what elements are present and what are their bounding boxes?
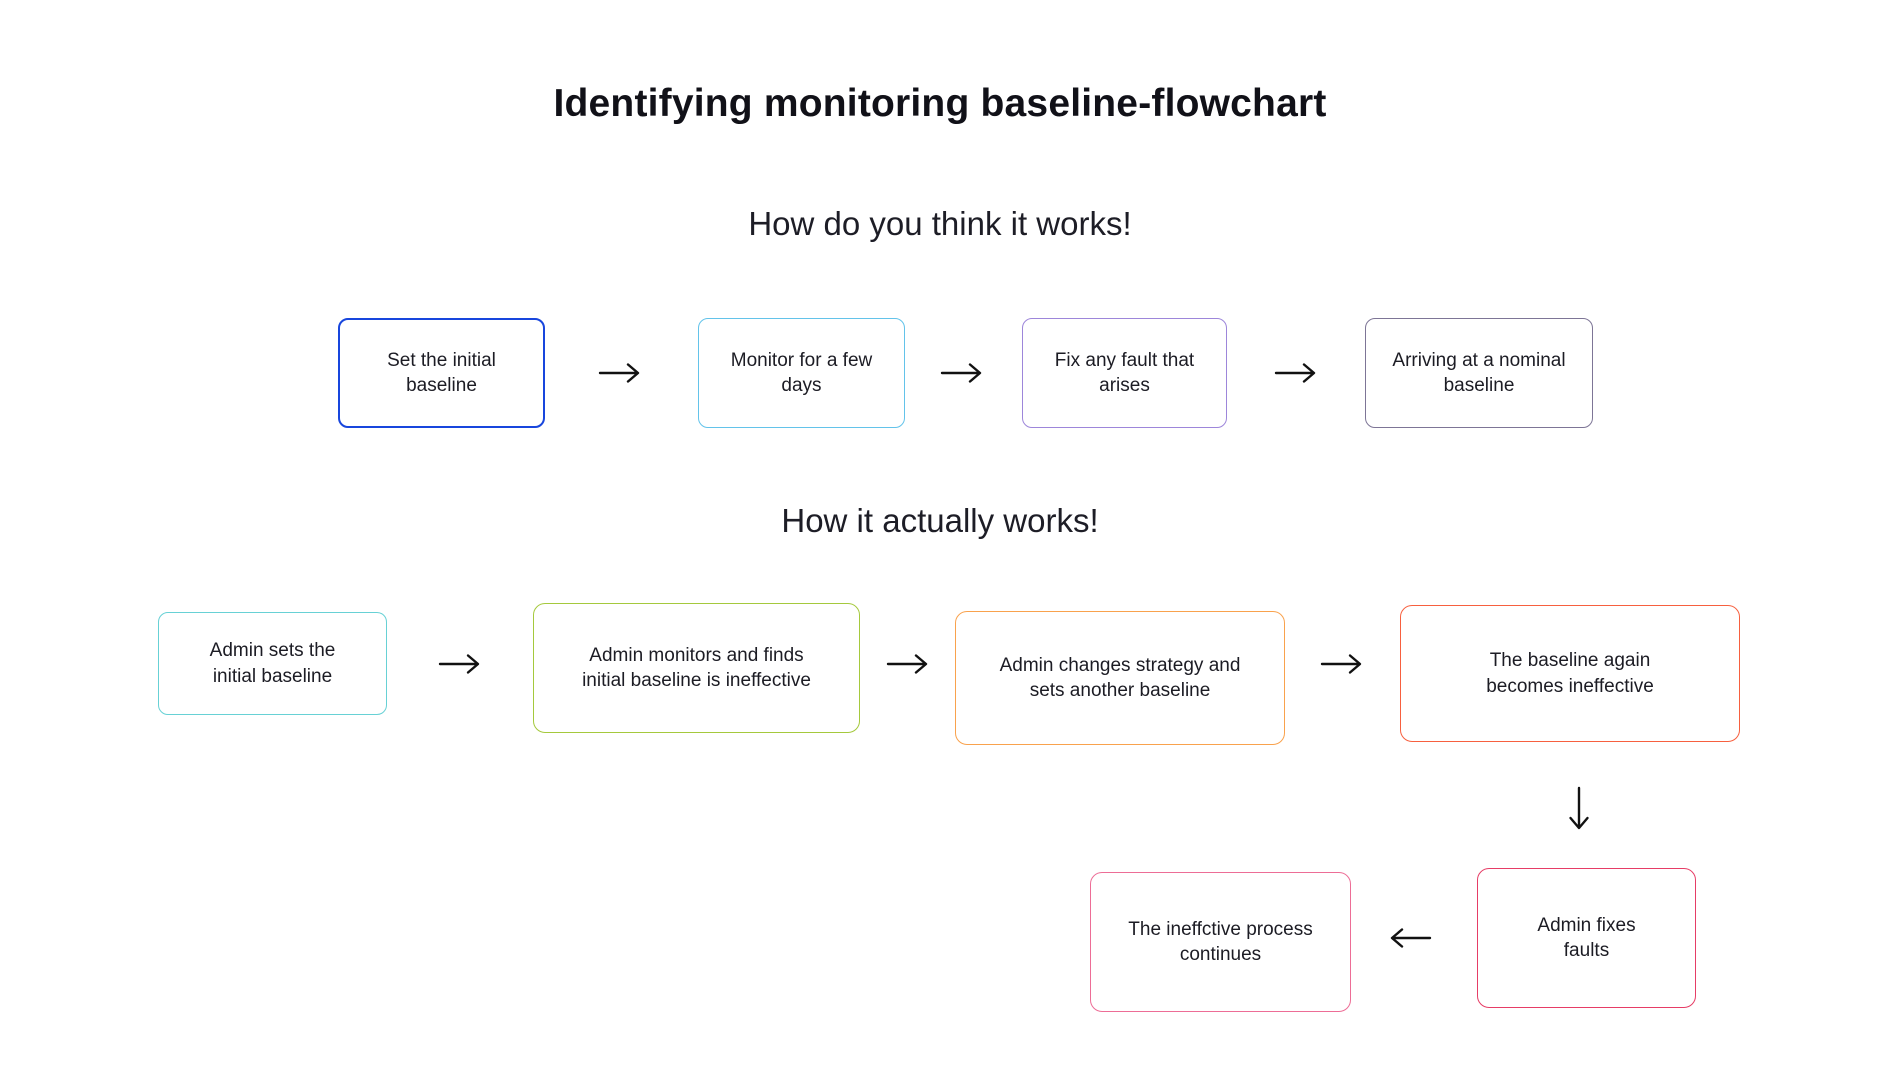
- flow-node-admin-monitors-ineffective: Admin monitors and finds initial baselin…: [533, 603, 860, 733]
- flow-node-label: Admin sets the initial baseline: [209, 640, 336, 687]
- arrow-right-icon: [1274, 363, 1316, 383]
- arrow-right-icon: [1320, 654, 1362, 674]
- flow-node-label: Set the initial baseline: [387, 349, 496, 396]
- flow-node-label: Admin changes strategy and sets another …: [999, 654, 1241, 701]
- arrow-down-icon: [1569, 786, 1589, 830]
- arrow-right-icon: [886, 654, 928, 674]
- flow-node-nominal-baseline: Arriving at a nominal baseline: [1365, 318, 1593, 428]
- flow-node-label: The ineffctive process continues: [1128, 918, 1313, 965]
- flow-node-admin-changes-strategy: Admin changes strategy and sets another …: [955, 611, 1285, 745]
- flow-node-monitor-few-days: Monitor for a few days: [698, 318, 905, 428]
- flow-node-label: Admin fixes faults: [1537, 914, 1636, 961]
- flow-node-label: Admin monitors and finds initial baselin…: [582, 644, 811, 691]
- section-heading-expected: How do you think it works!: [748, 205, 1132, 242]
- flow-node-label: Arriving at a nominal baseline: [1392, 349, 1566, 396]
- page-title: Identifying monitoring baseline-flowchar…: [553, 82, 1327, 125]
- section-heading-actual: How it actually works!: [781, 502, 1099, 539]
- flow-node-set-initial-baseline: Set the initial baseline: [338, 318, 545, 428]
- arrow-left-icon: [1390, 928, 1432, 948]
- arrow-right-icon: [438, 654, 480, 674]
- flow-node-baseline-again-ineffective: The baseline again becomes ineffective: [1400, 605, 1740, 742]
- flow-node-label: Fix any fault that arises: [1054, 349, 1195, 396]
- flow-node-admin-sets-baseline: Admin sets the initial baseline: [158, 612, 387, 715]
- flow-node-label: The baseline again becomes ineffective: [1486, 650, 1654, 697]
- arrow-right-icon: [940, 363, 982, 383]
- flow-node-label: Monitor for a few days: [730, 349, 873, 396]
- arrow-right-icon: [598, 363, 640, 383]
- flow-node-admin-fixes-faults: Admin fixes faults: [1477, 868, 1696, 1008]
- flow-node-fix-any-fault: Fix any fault that arises: [1022, 318, 1227, 428]
- flow-node-ineffective-process-continues: The ineffctive process continues: [1090, 872, 1351, 1012]
